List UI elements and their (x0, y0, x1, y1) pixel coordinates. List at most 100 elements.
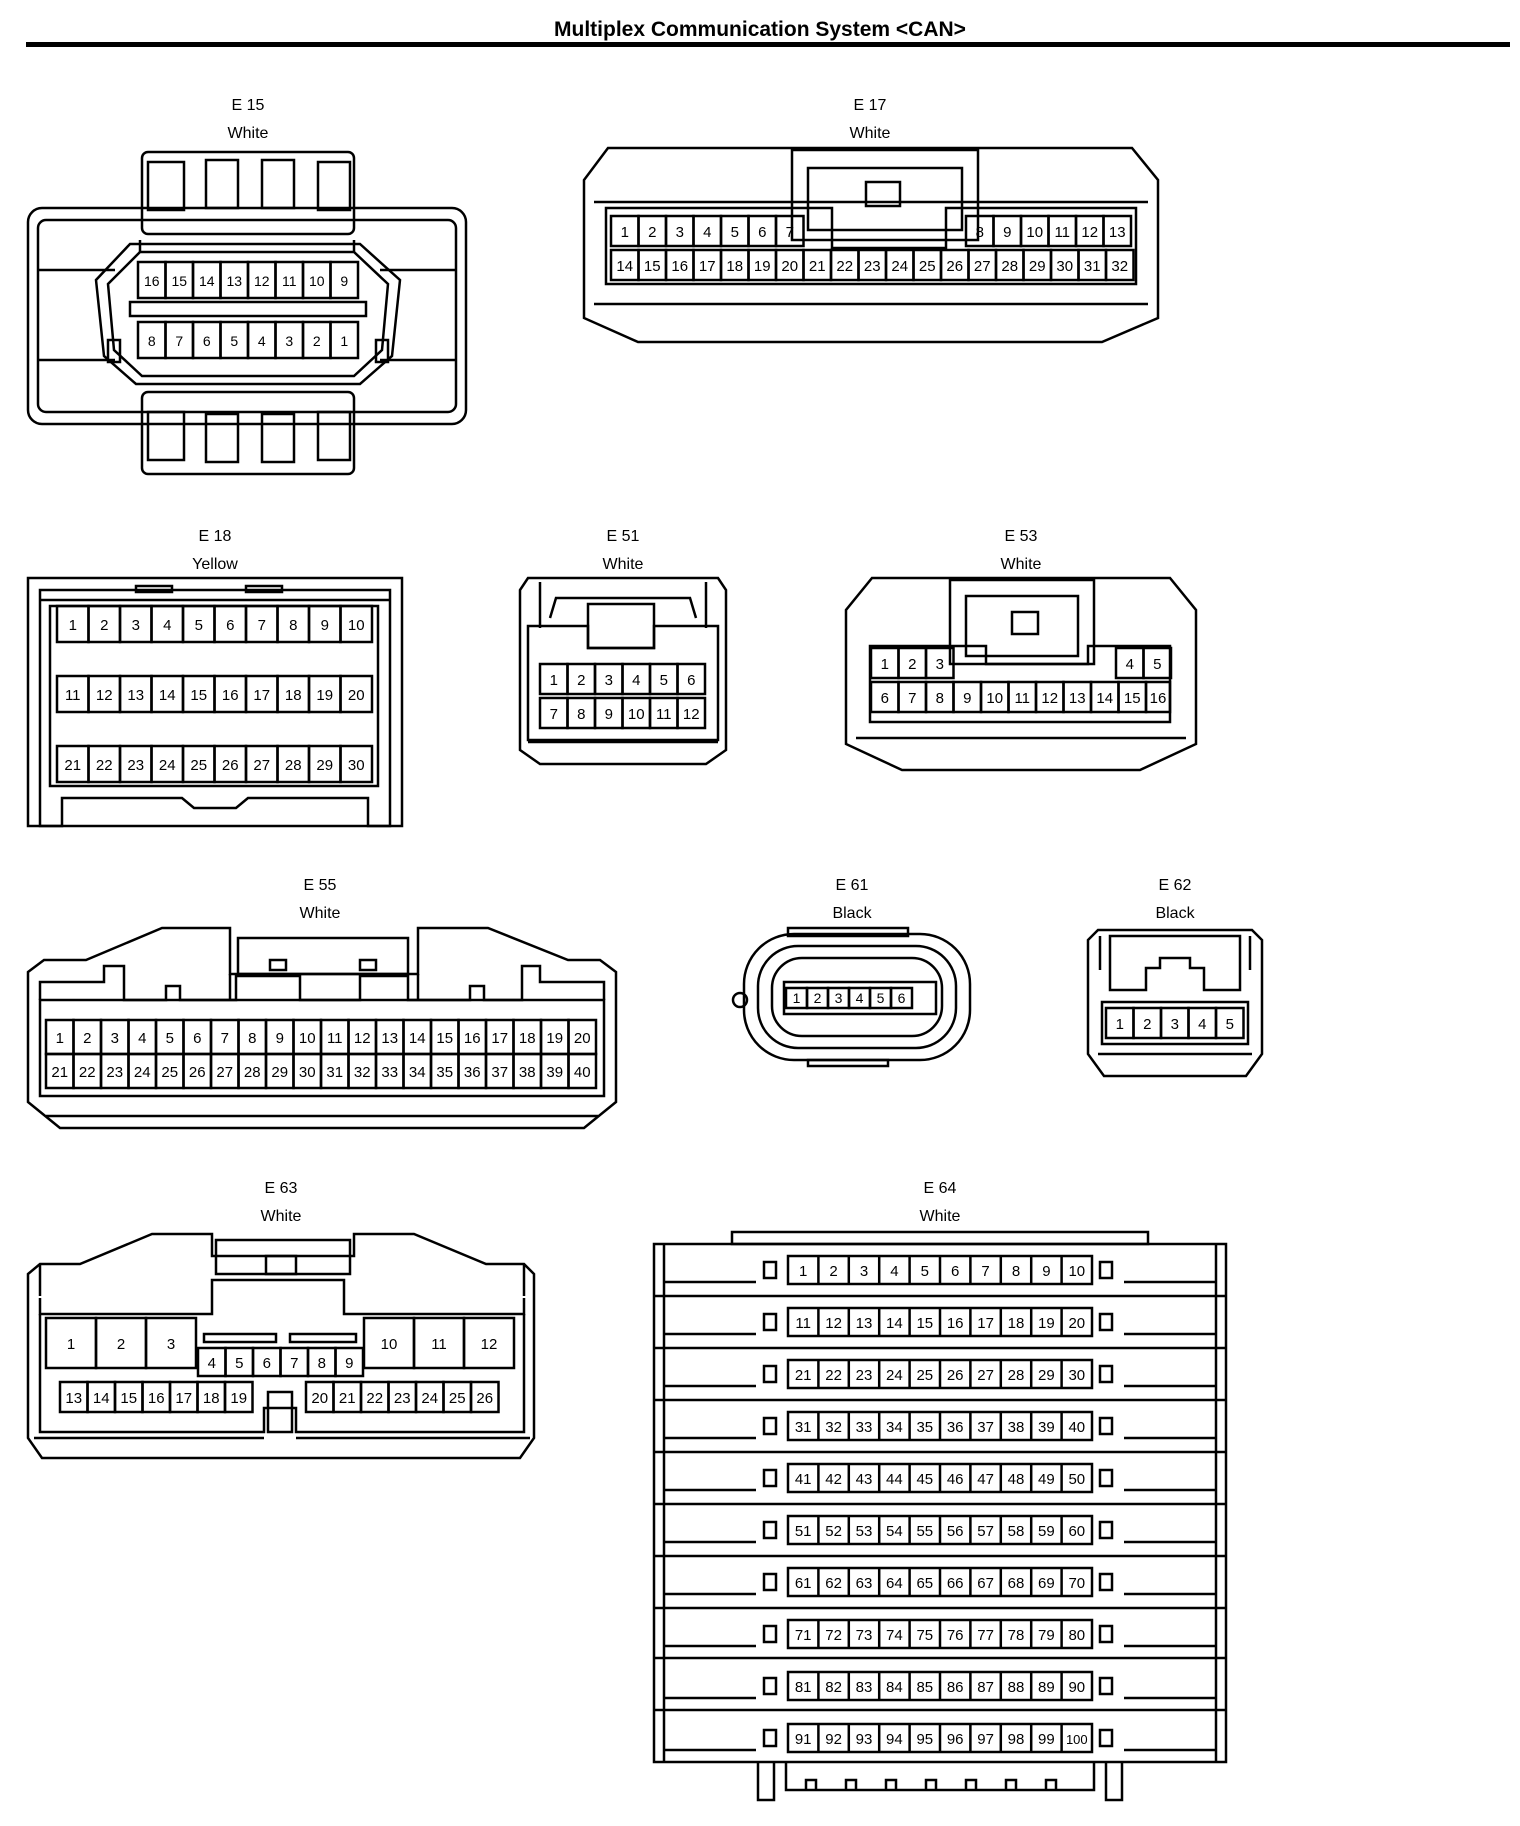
svg-text:14: 14 (886, 1315, 903, 1332)
svg-text:61: 61 (795, 1575, 812, 1592)
svg-text:22: 22 (836, 258, 853, 275)
connector-e18-code: E 18 (199, 528, 232, 545)
svg-text:80: 80 (1068, 1627, 1085, 1644)
svg-text:74: 74 (886, 1627, 903, 1644)
svg-text:14: 14 (409, 1030, 426, 1047)
svg-text:3: 3 (285, 333, 293, 349)
svg-text:1: 1 (340, 333, 348, 349)
svg-text:6: 6 (226, 617, 234, 634)
svg-text:25: 25 (449, 1390, 466, 1407)
svg-text:9: 9 (345, 1355, 353, 1372)
svg-text:21: 21 (809, 258, 826, 275)
svg-text:45: 45 (916, 1471, 933, 1488)
svg-text:15: 15 (644, 258, 661, 275)
svg-text:8: 8 (148, 333, 156, 349)
svg-text:26: 26 (222, 757, 239, 774)
svg-text:14: 14 (159, 687, 176, 704)
svg-text:26: 26 (476, 1390, 493, 1407)
svg-text:4: 4 (258, 333, 266, 349)
svg-text:20: 20 (781, 258, 798, 275)
connector-e55-code: E 55 (304, 877, 337, 894)
svg-text:37: 37 (491, 1064, 508, 1081)
svg-text:26: 26 (189, 1064, 206, 1081)
svg-text:12: 12 (254, 273, 270, 289)
svg-text:30: 30 (299, 1064, 316, 1081)
svg-text:96: 96 (947, 1731, 964, 1748)
svg-text:33: 33 (381, 1064, 398, 1081)
svg-text:7: 7 (175, 333, 183, 349)
svg-text:12: 12 (1081, 224, 1098, 241)
svg-text:18: 18 (519, 1030, 536, 1047)
svg-text:27: 27 (977, 1367, 994, 1384)
svg-text:3: 3 (1171, 1016, 1179, 1033)
svg-text:27: 27 (974, 258, 991, 275)
svg-text:34: 34 (886, 1419, 903, 1436)
svg-text:4: 4 (163, 617, 171, 634)
connector-e17-housing (582, 146, 1160, 344)
svg-text:5: 5 (230, 333, 238, 349)
svg-text:4: 4 (856, 990, 864, 1006)
svg-text:38: 38 (1008, 1419, 1025, 1436)
connector-e62-pins (1104, 1006, 1245, 1040)
svg-text:24: 24 (421, 1390, 438, 1407)
svg-text:19: 19 (230, 1390, 247, 1407)
connector-e61-housing (731, 926, 972, 1068)
svg-text:8: 8 (1012, 1263, 1020, 1280)
svg-text:1: 1 (56, 1030, 64, 1047)
svg-text:11: 11 (282, 273, 297, 289)
svg-text:25: 25 (190, 757, 207, 774)
svg-text:31: 31 (795, 1419, 812, 1436)
svg-text:1: 1 (1116, 1016, 1124, 1033)
svg-text:97: 97 (977, 1731, 994, 1748)
svg-text:1: 1 (793, 990, 801, 1006)
svg-text:53: 53 (856, 1523, 873, 1540)
svg-text:43: 43 (856, 1471, 873, 1488)
svg-text:4: 4 (703, 224, 711, 241)
svg-text:5: 5 (166, 1030, 174, 1047)
svg-text:31: 31 (1084, 258, 1101, 275)
svg-text:82: 82 (825, 1679, 842, 1696)
connector-e15-housing (26, 150, 468, 476)
svg-text:46: 46 (947, 1471, 964, 1488)
svg-text:60: 60 (1068, 1523, 1085, 1540)
svg-text:4: 4 (208, 1355, 216, 1372)
svg-text:14: 14 (199, 273, 215, 289)
svg-text:8: 8 (248, 1030, 256, 1047)
svg-text:9: 9 (340, 273, 348, 289)
svg-text:2: 2 (648, 224, 656, 241)
svg-text:7: 7 (221, 1030, 229, 1047)
connector-e53-color: White (1001, 556, 1042, 573)
svg-text:18: 18 (726, 258, 743, 275)
svg-text:83: 83 (856, 1679, 873, 1696)
svg-text:11: 11 (795, 1315, 811, 1332)
svg-text:18: 18 (1008, 1315, 1025, 1332)
connector-e64: E 64 White (652, 1180, 1228, 1802)
svg-text:30: 30 (1068, 1367, 1085, 1384)
svg-text:12: 12 (683, 706, 700, 723)
svg-text:10: 10 (309, 273, 325, 289)
svg-text:32: 32 (825, 1419, 842, 1436)
svg-text:58: 58 (1008, 1523, 1025, 1540)
svg-text:49: 49 (1038, 1471, 1055, 1488)
svg-text:2: 2 (814, 990, 822, 1006)
svg-text:3: 3 (835, 990, 843, 1006)
svg-text:87: 87 (977, 1679, 994, 1696)
svg-text:2: 2 (100, 617, 108, 634)
connector-e15-color: White (228, 125, 269, 142)
svg-text:17: 17 (253, 687, 270, 704)
svg-text:69: 69 (1038, 1575, 1055, 1592)
svg-text:11: 11 (1054, 224, 1070, 241)
svg-text:93: 93 (856, 1731, 873, 1748)
svg-text:16: 16 (144, 273, 160, 289)
svg-text:1: 1 (550, 672, 558, 689)
svg-text:15: 15 (190, 687, 207, 704)
svg-text:28: 28 (1001, 258, 1018, 275)
connector-e64-pins (786, 1254, 1094, 1754)
svg-text:19: 19 (546, 1030, 563, 1047)
svg-text:88: 88 (1008, 1679, 1025, 1696)
